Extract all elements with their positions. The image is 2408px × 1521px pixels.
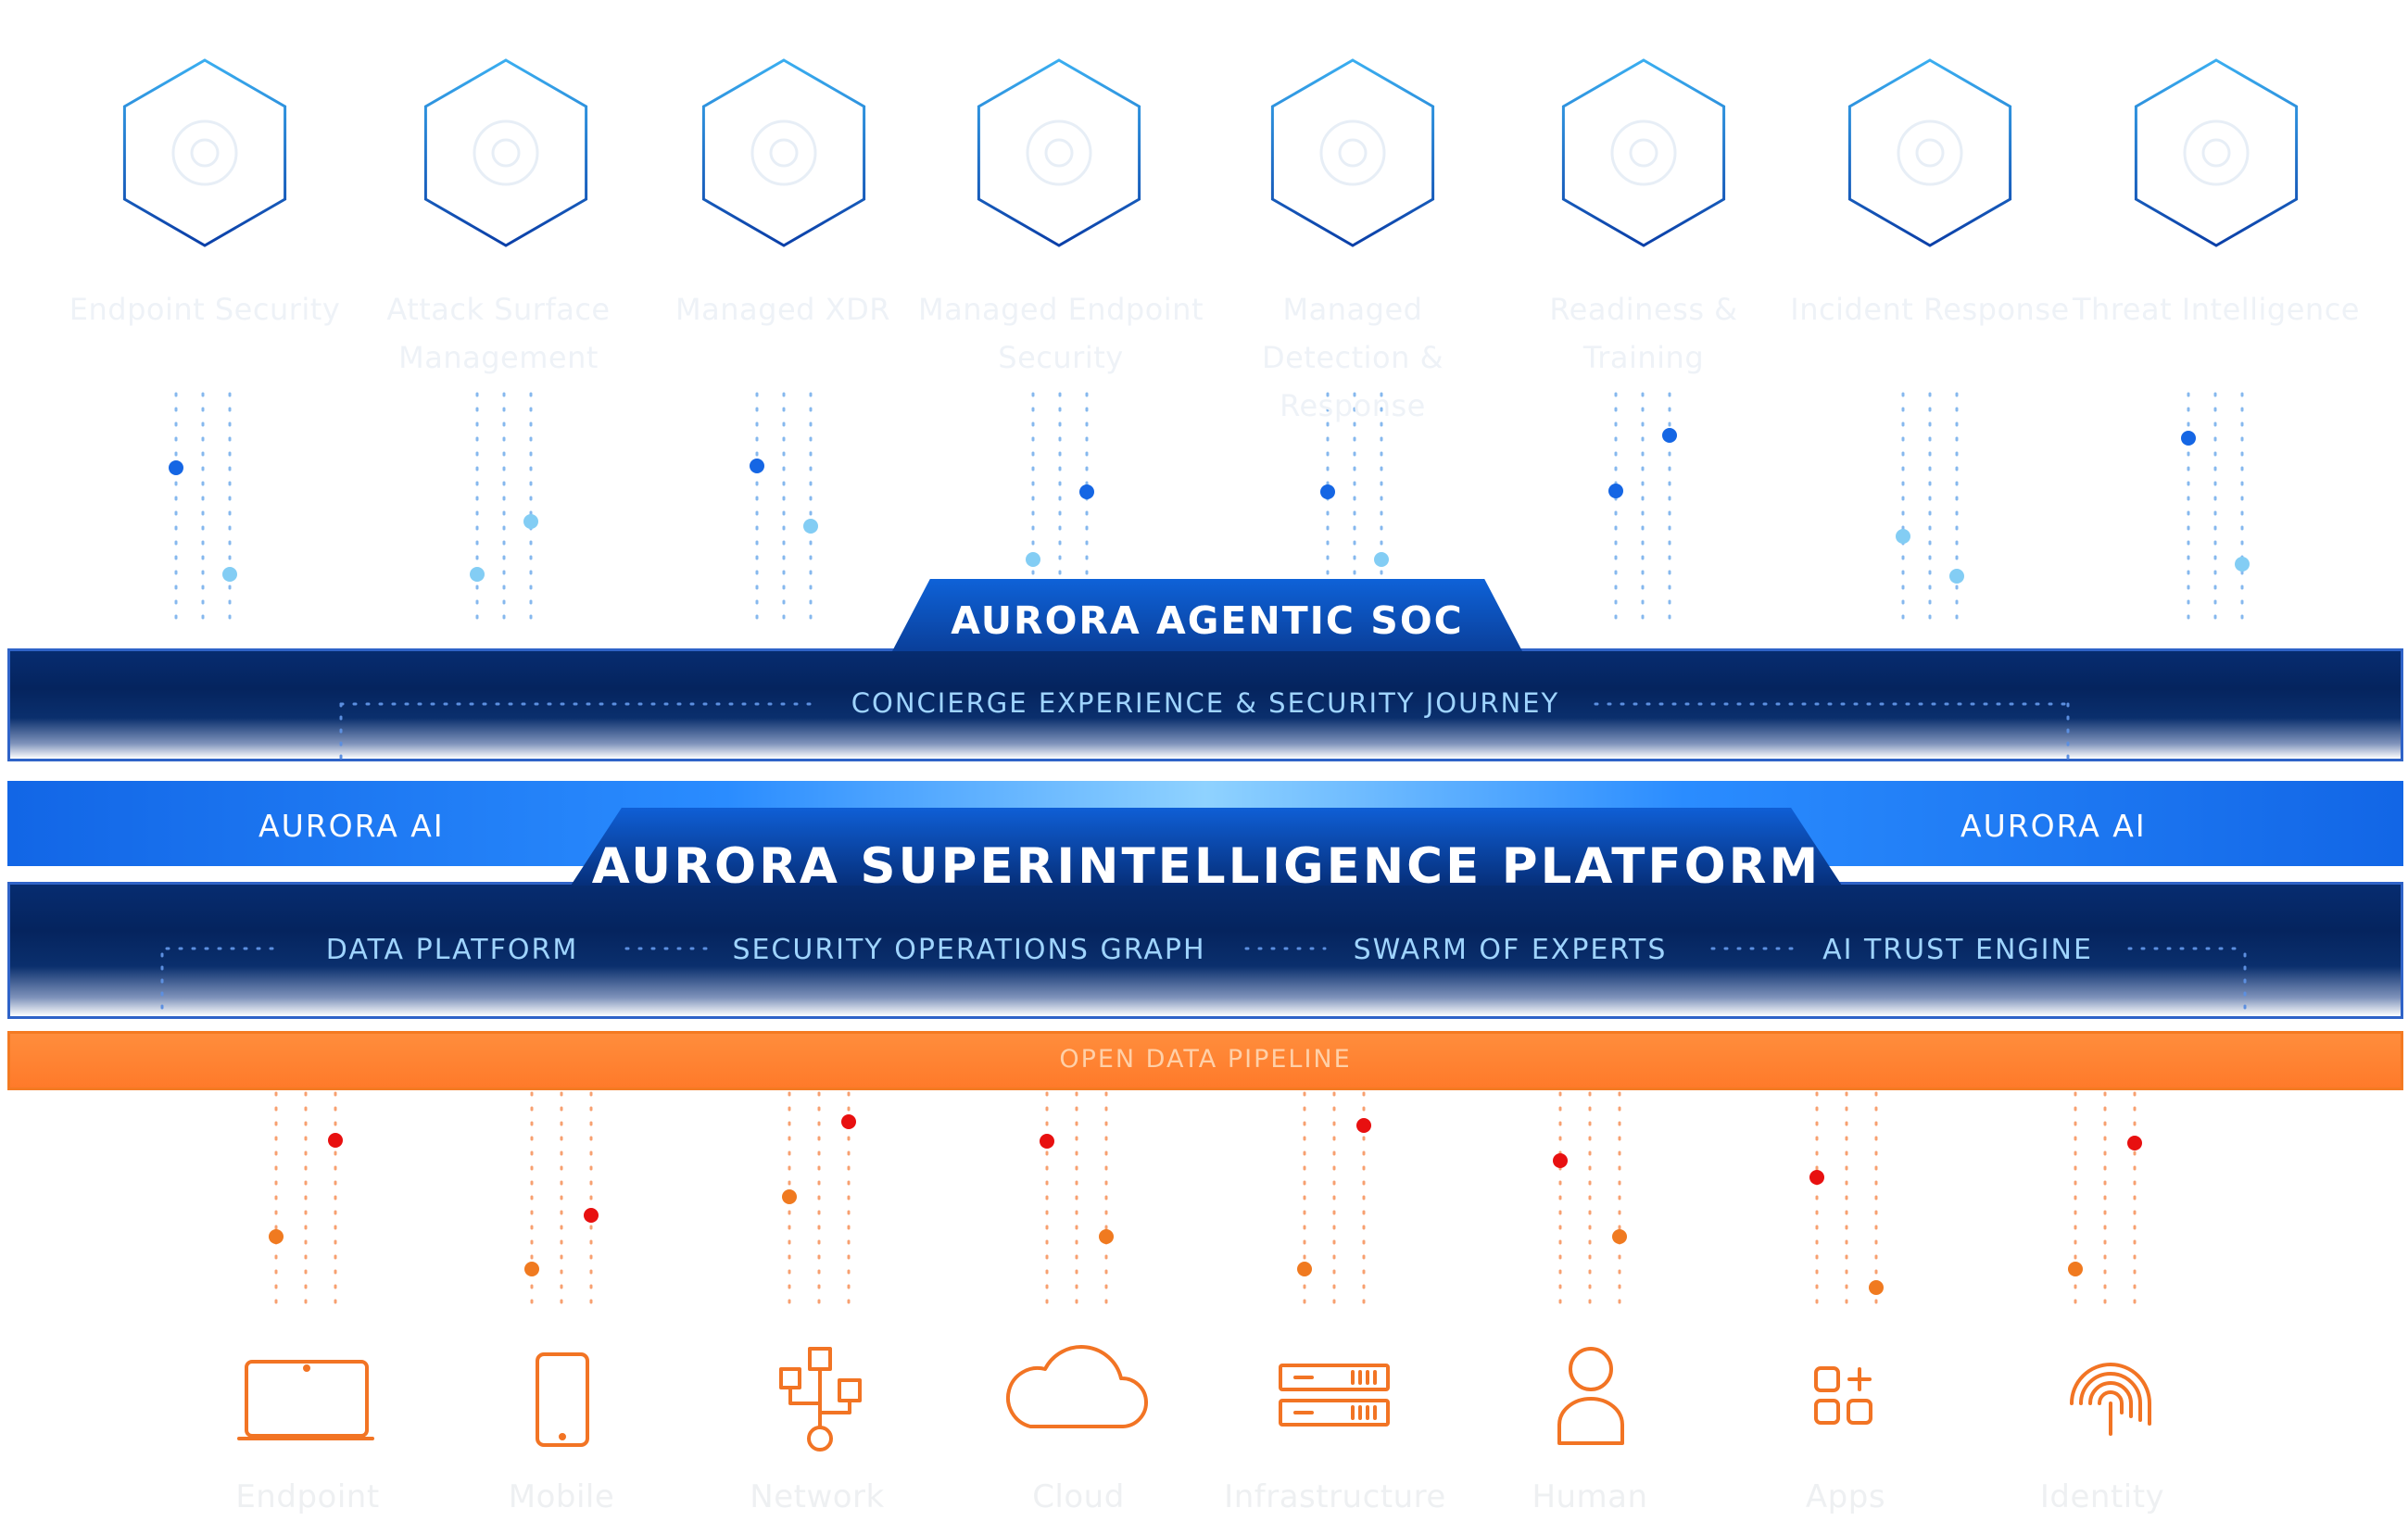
attack-surface-hexagon xyxy=(423,58,588,247)
source-label: Cloud xyxy=(1032,1478,1125,1515)
capability-label: Managed Endpoint Security xyxy=(917,292,1204,375)
signal-dot xyxy=(1374,552,1389,567)
capability-label: Managed Detection & Response xyxy=(1261,292,1444,423)
signal-dot xyxy=(328,1133,343,1148)
signal-dot xyxy=(1553,1153,1568,1168)
managed-endpoint-icon xyxy=(1026,119,1092,186)
managed-xdr-icon xyxy=(750,119,817,186)
signal-dot xyxy=(169,460,183,475)
endpoint-security-icon xyxy=(171,119,238,186)
open-data-pipeline-band xyxy=(7,1031,2403,1090)
source-label: Infrastructure xyxy=(1224,1478,1446,1515)
signal-dot xyxy=(1662,428,1677,443)
signal-dot xyxy=(584,1208,599,1223)
open-data-pipeline-label: OPEN DATA PIPELINE xyxy=(1059,1045,1352,1074)
icon-circle xyxy=(1026,119,1092,186)
source-label: Endpoint xyxy=(235,1478,380,1515)
readiness-icon xyxy=(1610,119,1677,186)
icon-core xyxy=(2201,138,2231,168)
pillar-swarm-of-experts: SWARM OF EXPERTS xyxy=(1353,934,1668,966)
signal-dot xyxy=(1079,484,1094,499)
icon-core xyxy=(491,138,521,168)
signal-dot xyxy=(523,514,538,529)
readiness-hexagon xyxy=(1561,58,1726,247)
signal-dot xyxy=(750,459,764,473)
signal-dot xyxy=(1040,1134,1054,1149)
icon-core xyxy=(1915,138,1945,168)
icon-circle xyxy=(473,119,539,186)
signal-dot xyxy=(841,1114,856,1129)
source-label: Apps xyxy=(1805,1478,1886,1515)
attack-surface-icon xyxy=(473,119,539,186)
icon-core xyxy=(769,138,799,168)
capability-label: Threat Intelligence xyxy=(2073,292,2360,327)
incident-response-icon xyxy=(1897,119,1963,186)
pillar-ai-trust-engine: AI TRUST ENGINE xyxy=(1822,934,2093,966)
agentic-soc-tab xyxy=(892,579,1522,651)
managed-endpoint-hexagon xyxy=(977,58,1141,247)
threat-intel-icon xyxy=(2183,119,2250,186)
icon-core xyxy=(1629,138,1658,168)
signal-dot xyxy=(524,1262,539,1276)
signal-dot xyxy=(803,519,818,534)
signal-dot xyxy=(470,567,485,582)
endpoint-security-hexagon xyxy=(122,58,287,247)
source-label: Network xyxy=(750,1478,885,1515)
signal-dot xyxy=(2068,1262,2083,1276)
platform-tab xyxy=(571,808,1842,886)
signal-dot xyxy=(1608,484,1623,498)
aurora-ai-label-left: AURORA AI xyxy=(258,808,445,844)
icon-core xyxy=(190,138,220,168)
icon-core xyxy=(1338,138,1368,168)
signal-dot xyxy=(1356,1118,1371,1133)
platform-title: AURORA SUPERINTELLIGENCE PLATFORM xyxy=(591,838,1822,895)
capability-label: Endpoint Security xyxy=(69,292,341,327)
signal-dot xyxy=(1099,1229,1114,1244)
icon-circle xyxy=(1610,119,1677,186)
managed-xdr-hexagon xyxy=(701,58,866,247)
signal-dot xyxy=(1297,1262,1312,1276)
pillar-security-operations-graph: SECURITY OPERATIONS GRAPH xyxy=(732,934,1206,966)
icon-core xyxy=(1044,138,1074,168)
icon-circle xyxy=(1319,119,1386,186)
capability-label: Incident Response xyxy=(1790,292,2070,327)
managed-detection-icon xyxy=(1319,119,1386,186)
signal-dot xyxy=(1320,484,1335,499)
signal-dot xyxy=(2235,557,2250,572)
signal-dot xyxy=(1896,529,1910,544)
incident-response-hexagon xyxy=(1847,58,2012,247)
signal-dot xyxy=(782,1189,797,1204)
source-label: Identity xyxy=(2039,1478,2165,1515)
signal-dot xyxy=(222,567,237,582)
aurora-ai-label-right: AURORA AI xyxy=(1960,808,2147,844)
capability-label: Attack Surface Management xyxy=(386,292,611,375)
signal-dot xyxy=(269,1229,284,1244)
icon-circle xyxy=(1897,119,1963,186)
agentic-soc-subtitle: CONCIERGE EXPERIENCE & SECURITY JOURNEY xyxy=(851,687,1560,719)
signal-dot xyxy=(1612,1229,1627,1244)
capability-label: Managed XDR xyxy=(675,292,890,327)
signal-dot xyxy=(1026,552,1040,567)
signal-dot xyxy=(2127,1136,2142,1150)
source-label: Human xyxy=(1532,1478,1648,1515)
icon-circle xyxy=(171,119,238,186)
signal-dot xyxy=(1949,569,1964,584)
pillar-data-platform: DATA PLATFORM xyxy=(325,934,579,966)
agentic-soc-title: AURORA AGENTIC SOC xyxy=(951,598,1464,643)
icon-circle xyxy=(2183,119,2250,186)
signal-dot xyxy=(1869,1280,1884,1295)
source-label: Mobile xyxy=(508,1478,615,1515)
icon-circle xyxy=(750,119,817,186)
signal-dot xyxy=(1809,1170,1824,1185)
managed-detection-hexagon xyxy=(1270,58,1435,247)
capability-label: Readiness & Training xyxy=(1549,292,1738,375)
signal-dot xyxy=(2181,431,2196,446)
threat-intel-hexagon xyxy=(2134,58,2299,247)
